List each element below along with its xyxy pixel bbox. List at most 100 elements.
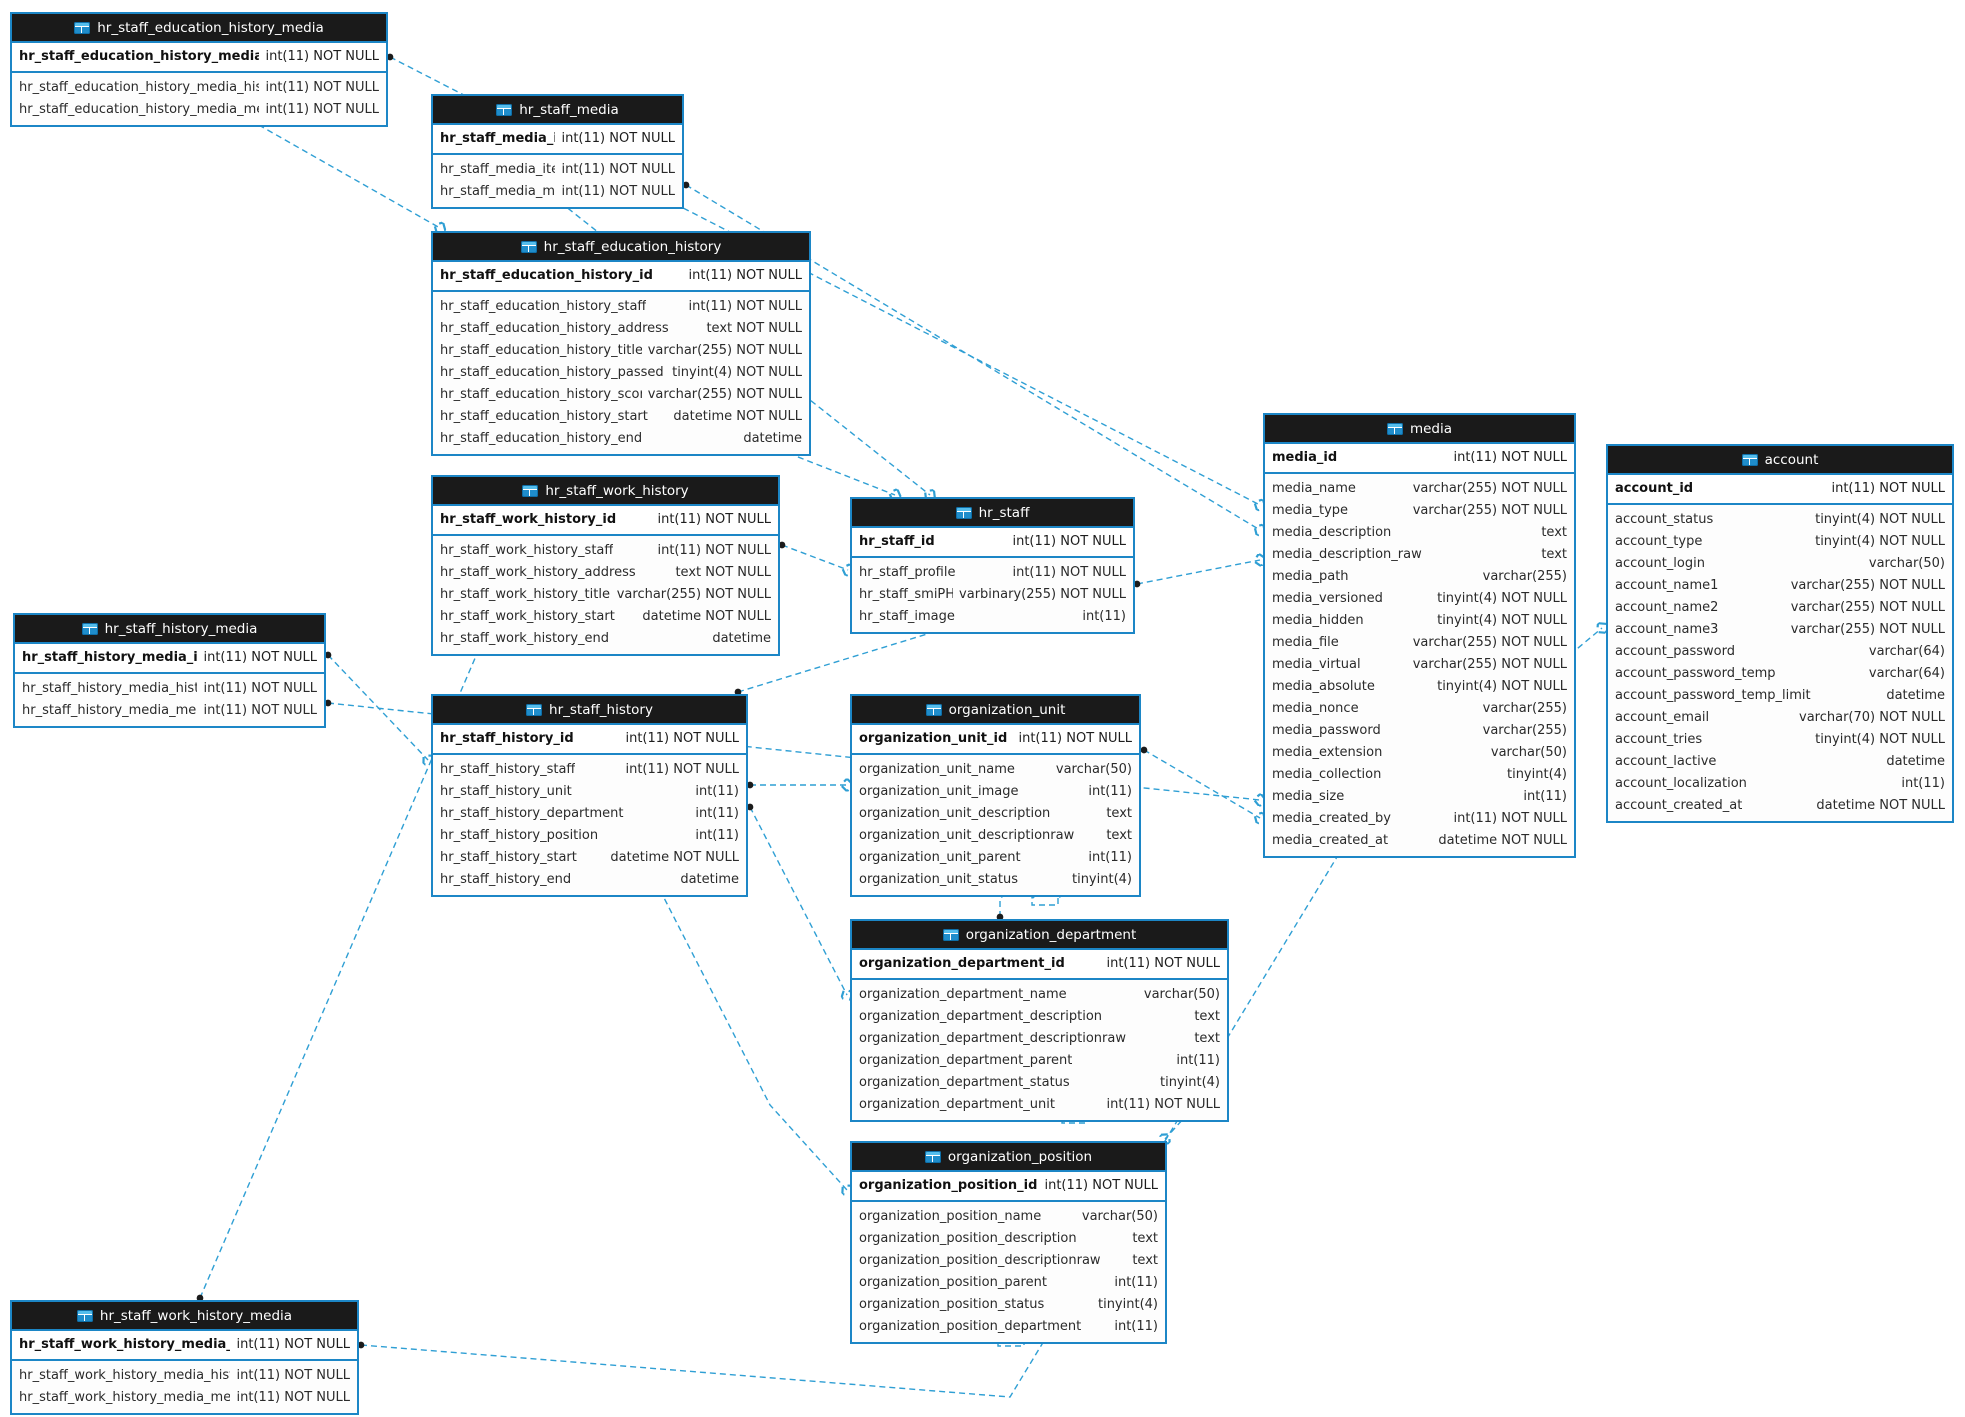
table-header[interactable]: hr_staff	[852, 499, 1133, 528]
column-row[interactable]: hr_staff_education_history_media_history…	[12, 77, 386, 99]
table-header[interactable]: hr_staff_media	[433, 96, 682, 125]
column-row[interactable]: hr_staff_media_itemint(11) NOT NULL	[433, 159, 682, 181]
table-header[interactable]: organization_department	[852, 921, 1227, 950]
self-relationship-orgunit-parent[interactable]	[1032, 892, 1058, 906]
relationship-line-shm-staffhistory[interactable]	[328, 655, 428, 760]
table-hr-staff-work-history-media[interactable]: hr_staff_work_history_media hr_staff_work…	[10, 1300, 359, 1415]
table-header[interactable]: hr_staff_work_history_media	[12, 1302, 357, 1331]
table-header[interactable]: organization_position	[852, 1143, 1165, 1172]
column-row[interactable]: hr_staff_history_media_historyint(11) NO…	[15, 678, 324, 700]
relationship-line-workhistory-hrstaff[interactable]	[782, 545, 848, 570]
table-header[interactable]: hr_staff_education_history_media	[12, 14, 386, 43]
relationship-line-orgunit-media[interactable]	[1144, 750, 1260, 818]
relationship-line-staffhistory-orgpos[interactable]	[660, 890, 847, 1190]
table-header[interactable]: organization_unit	[852, 696, 1139, 725]
column-row[interactable]: hr_staff_work_history_media_historyint(1…	[12, 1365, 357, 1387]
relationship-line-staffhistory-orgdept[interactable]	[750, 807, 847, 995]
relationship-line-whm-workhistory[interactable]	[200, 649, 479, 1298]
table-header[interactable]: account	[1608, 446, 1952, 475]
table-hr-staff-education-history-media[interactable]: hr_staff_education_history_media hr_staff…	[10, 12, 388, 127]
table-header[interactable]: media	[1265, 415, 1574, 444]
relationship-line-staffhistory-hrstaff[interactable]	[738, 627, 950, 692]
